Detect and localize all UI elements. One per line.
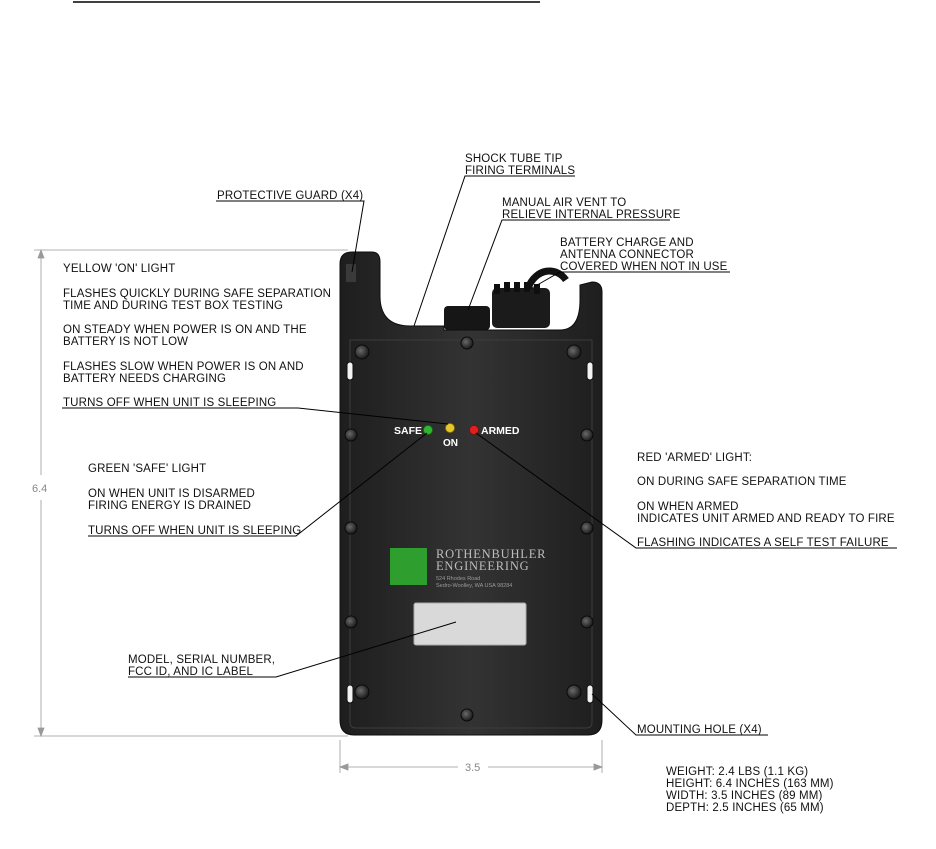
svg-text:MANUAL AIR VENT TO: MANUAL AIR VENT TO: [502, 197, 626, 209]
svg-text:INDICATES UNIT ARMED AND READY: INDICATES UNIT ARMED AND READY TO FIRE: [637, 513, 895, 525]
svg-text:FIRING ENERGY IS DRAINED: FIRING ENERGY IS DRAINED: [88, 500, 251, 512]
svg-text:BATTERY CHARGE AND: BATTERY CHARGE AND: [560, 237, 694, 249]
svg-text:GREEN 'SAFE' LIGHT: GREEN 'SAFE' LIGHT: [88, 463, 206, 475]
callout-shock-tube: SHOCK TUBE TIP FIRING TERMINALS: [465, 153, 575, 177]
svg-text:MODEL, SERIAL NUMBER,: MODEL, SERIAL NUMBER,: [128, 654, 275, 666]
device-body: SAFE ON ARMED ROTHENBUHLER ENGINEERING 5…: [339, 251, 603, 736]
spec-weight: WEIGHT: 2.4 LBS (1.1 KG): [666, 766, 808, 778]
callout-protective-guard: PROTECTIVE GUARD (X4): [217, 190, 363, 202]
svg-text:TURNS OFF WHEN UNIT IS SLEEPIN: TURNS OFF WHEN UNIT IS SLEEPING: [88, 525, 301, 537]
svg-text:ON WHEN ARMED: ON WHEN ARMED: [637, 501, 739, 513]
spec-width: WIDTH: 3.5 INCHES (89 MM): [666, 790, 822, 802]
brand-line1: ROTHENBUHLER: [436, 547, 546, 561]
callout-air-vent: MANUAL AIR VENT TO RELIEVE INTERNAL PRES…: [502, 197, 681, 221]
svg-text:COVERED WHEN NOT IN USE: COVERED WHEN NOT IN USE: [560, 261, 728, 273]
svg-text:FLASHES SLOW WHEN POWER IS ON: FLASHES SLOW WHEN POWER IS ON AND: [63, 361, 304, 373]
svg-text:ON DURING SAFE SEPARATION TIME: ON DURING SAFE SEPARATION TIME: [637, 476, 847, 488]
svg-text:TURNS OFF WHEN UNIT IS SLEEPIN: TURNS OFF WHEN UNIT IS SLEEPING: [63, 397, 276, 409]
address-line2: Sedro-Woolley, WA USA 98284: [436, 583, 512, 589]
svg-text:FLASHES QUICKLY DURING SAFE SE: FLASHES QUICKLY DURING SAFE SEPARATION: [63, 288, 331, 300]
on-label: ON: [443, 438, 458, 449]
screws: [344, 336, 594, 722]
svg-text:TIME AND DURING TEST BOX TESTI: TIME AND DURING TEST BOX TESTING: [63, 300, 283, 312]
on-led: [445, 423, 455, 433]
callout-red-light: RED 'ARMED' LIGHT: ON DURING SAFE SEPARA…: [637, 452, 895, 549]
device-outline: [339, 251, 603, 736]
brand-line2: ENGINEERING: [436, 559, 530, 573]
logo-square: [390, 548, 427, 585]
leader-lines: [62, 175, 897, 736]
svg-text:RED 'ARMED' LIGHT:: RED 'ARMED' LIGHT:: [637, 452, 752, 464]
air-vent-knob: [444, 306, 490, 330]
callout-model-label: MODEL, SERIAL NUMBER, FCC ID, AND IC LAB…: [128, 654, 275, 678]
callout-green-light: GREEN 'SAFE' LIGHT ON WHEN UNIT IS DISAR…: [88, 463, 301, 537]
mounting-holes: [346, 361, 594, 704]
armed-label: ARMED: [481, 425, 520, 437]
width-value: 3.5: [465, 762, 480, 774]
address-line1: 524 Rhodes Road: [436, 576, 480, 582]
callout-battery-connector: BATTERY CHARGE AND ANTENNA CONNECTOR COV…: [560, 237, 728, 273]
svg-text:ON STEADY WHEN POWER IS ON AND: ON STEADY WHEN POWER IS ON AND THE: [63, 324, 307, 336]
svg-text:BATTERY IS NOT LOW: BATTERY IS NOT LOW: [63, 336, 188, 348]
safe-label: SAFE: [394, 425, 422, 437]
svg-text:ANTENNA CONNECTOR: ANTENNA CONNECTOR: [560, 249, 694, 261]
callout-yellow-light: YELLOW 'ON' LIGHT FLASHES QUICKLY DURING…: [63, 263, 331, 409]
protective-guard-corner: [346, 264, 356, 282]
height-dimension: [34, 248, 348, 738]
svg-text:SHOCK TUBE TIP: SHOCK TUBE TIP: [465, 153, 563, 165]
svg-text:BATTERY NEEDS CHARGING: BATTERY NEEDS CHARGING: [63, 373, 226, 385]
svg-text:MOUNTING HOLE (X4): MOUNTING HOLE (X4): [637, 724, 762, 736]
svg-text:ON WHEN UNIT IS DISARMED: ON WHEN UNIT IS DISARMED: [88, 488, 255, 500]
svg-text:RELIEVE INTERNAL PRESSURE: RELIEVE INTERNAL PRESSURE: [502, 209, 681, 221]
front-plate: [349, 339, 593, 729]
spec-depth: DEPTH: 2.5 INCHES (65 MM): [666, 802, 824, 814]
svg-text:FLASHING INDICATES A SELF TEST: FLASHING INDICATES A SELF TEST FAILURE: [637, 537, 889, 549]
label-plate: [413, 602, 527, 646]
safe-led: [423, 425, 433, 435]
connector-strap: [524, 267, 569, 290]
callout-mounting-hole: MOUNTING HOLE (X4): [637, 724, 762, 736]
spec-height: HEIGHT: 6.4 INCHES (163 MM): [666, 778, 834, 790]
svg-text:YELLOW 'ON' LIGHT: YELLOW 'ON' LIGHT: [63, 263, 175, 275]
width-dimension: [338, 740, 604, 773]
armed-led: [469, 425, 479, 435]
connector-cap: [492, 288, 550, 328]
height-value: 6.4: [32, 483, 47, 495]
svg-text:FIRING TERMINALS: FIRING TERMINALS: [465, 165, 575, 177]
svg-text:PROTECTIVE GUARD (X4): PROTECTIVE GUARD (X4): [217, 190, 363, 202]
svg-text:FCC ID, AND IC LABEL: FCC ID, AND IC LABEL: [128, 666, 254, 678]
specs-block: WEIGHT: 2.4 LBS (1.1 KG) HEIGHT: 6.4 INC…: [666, 766, 834, 814]
